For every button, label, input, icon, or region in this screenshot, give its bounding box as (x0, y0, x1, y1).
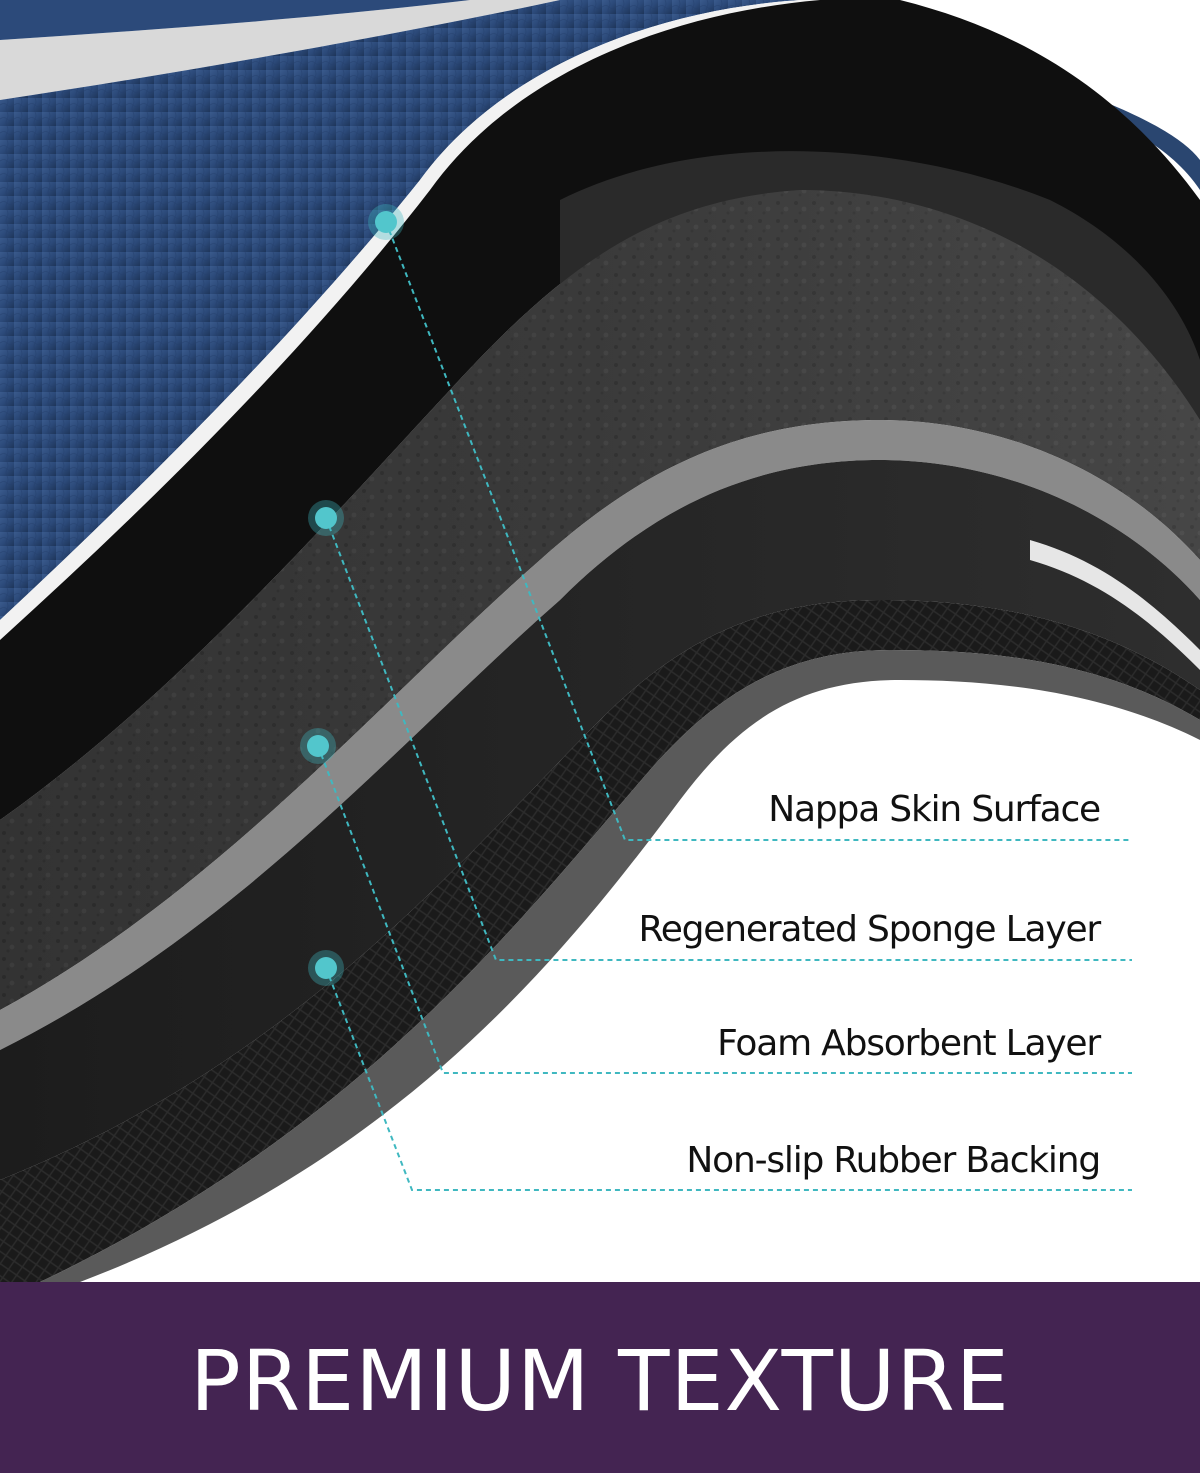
marker-dot-foam (307, 735, 329, 757)
marker-dot-rubber (315, 957, 337, 979)
rubber-backing-layer (0, 600, 1200, 1282)
callout-label-sponge: Regenerated Sponge Layer (638, 909, 1102, 950)
callout-label-nappa: Nappa Skin Surface (768, 789, 1101, 830)
callout-line-sponge (325, 517, 1132, 961)
nappa-surface-top (0, 0, 470, 40)
mat-layer-cross-section (0, 0, 1200, 1282)
callout-markers (300, 204, 404, 986)
callout-line-rubber (325, 967, 1132, 1191)
callout-label-foam: Foam Absorbent Layer (717, 1023, 1101, 1064)
foam-edge-highlight (1030, 540, 1200, 670)
foam-layer (0, 460, 1200, 1180)
product-illustration: Nappa Skin Surface Regenerated Sponge La… (0, 0, 1200, 1282)
marker-dot-nappa (375, 211, 397, 233)
banner: PREMIUM TEXTURE (0, 1282, 1200, 1473)
banner-title: PREMIUM TEXTURE (190, 1331, 1010, 1430)
backing-rim (40, 650, 1200, 1282)
sponge-shade (0, 190, 1200, 1010)
stripe-accent (0, 0, 560, 100)
callout-label-rubber: Non-slip Rubber Backing (686, 1140, 1101, 1181)
sponge-edge (0, 420, 1200, 1050)
marker-dot-sponge (315, 507, 337, 529)
nappa-surface-layer (0, 0, 800, 620)
black-top-layer (0, 0, 1200, 820)
callout-line-nappa (385, 221, 1132, 841)
callout-lines (317, 221, 1132, 1191)
